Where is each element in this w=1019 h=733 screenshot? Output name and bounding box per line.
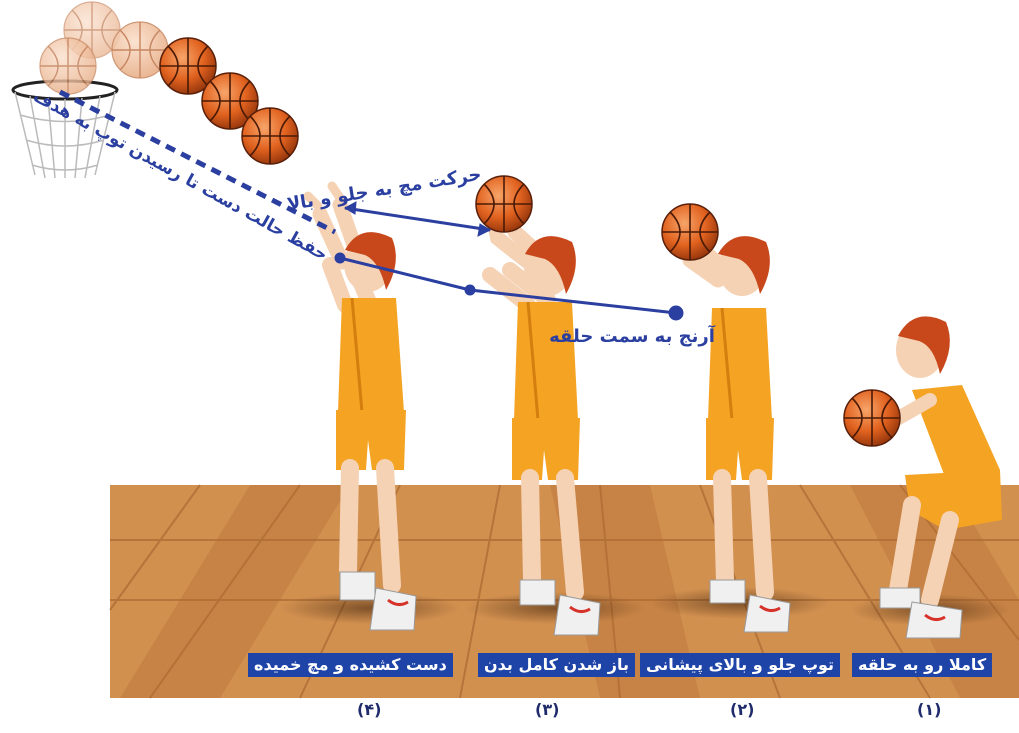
player-step-1 — [879, 316, 1002, 639]
step-4-caption: دست کشیده و مچ خمیده — [248, 653, 453, 677]
player-step-2 — [679, 229, 791, 633]
step-2-caption: توپ جلو و بالای پیشانی — [640, 653, 841, 677]
annotation-lines — [58, 89, 684, 321]
wrist-motion-label: حرکت مچ به جلو و بالا — [285, 164, 482, 215]
step-1-caption: کاملا رو به حلقه — [852, 653, 993, 677]
step-4-number: (۴) — [357, 700, 382, 719]
elbow-to-hoop-label: آرنج به سمت حلقه — [549, 324, 716, 347]
player-shadow — [465, 592, 645, 624]
player-step-3 — [482, 213, 601, 636]
step-3-caption: باز شدن کامل بدن — [478, 653, 635, 677]
step-3-number: (۳) — [535, 700, 560, 719]
step-1-number: (۱) — [917, 700, 942, 719]
step-2-number: (۲) — [730, 700, 755, 719]
player-step-4 — [303, 181, 417, 631]
